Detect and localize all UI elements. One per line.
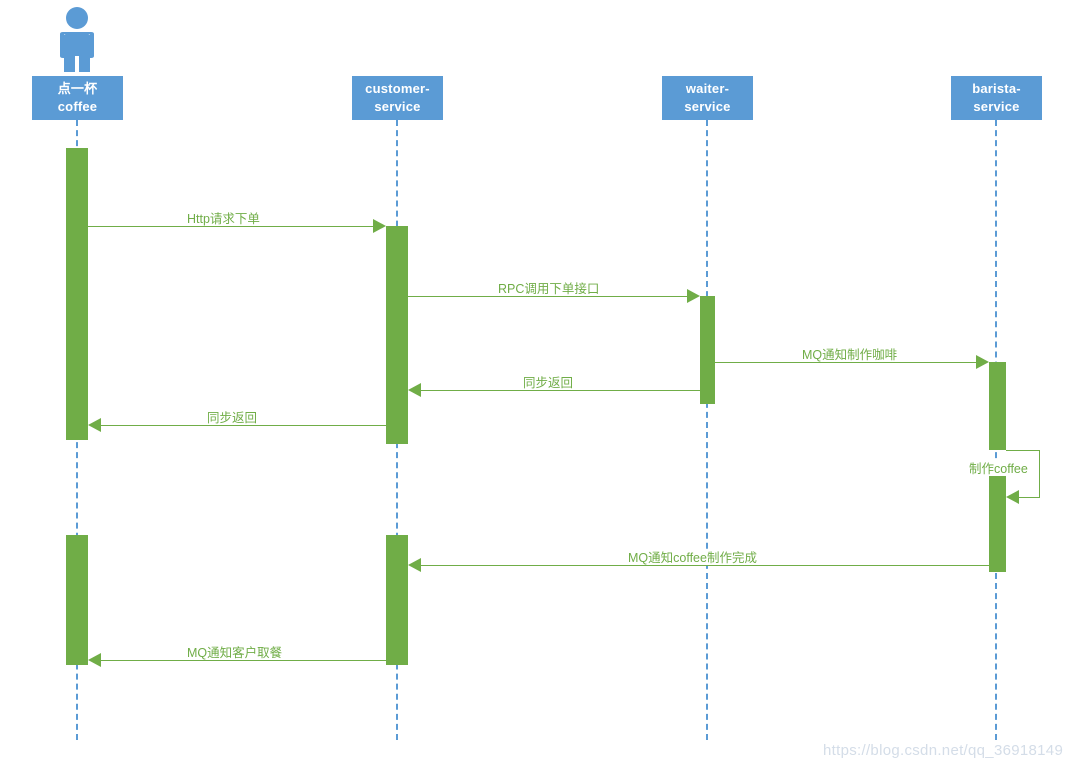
message-line-1	[88, 226, 373, 227]
message-line-2	[408, 296, 687, 297]
message-arrowhead-8	[88, 653, 101, 667]
participant-customer-service-label-line2: service	[374, 99, 421, 114]
message-label-8: MQ通知客户取餐	[184, 646, 286, 660]
message-arrowhead-2	[687, 289, 700, 303]
message-label-7: MQ通知coffee制作完成	[625, 551, 760, 565]
message-label-6: 制作coffee	[966, 462, 1031, 476]
participant-waiter-service-label-line1: waiter-	[685, 81, 730, 96]
activation-bar-barista-service-2	[989, 473, 1006, 572]
message-label-5: 同步返回	[204, 411, 261, 425]
participant-customer[interactable]: 点一杯 coffee	[32, 76, 123, 120]
activation-bar-barista-service-1	[989, 362, 1006, 450]
participant-customer-service[interactable]: customer- service	[352, 76, 443, 120]
self-message-bottom-segment-6	[1019, 497, 1040, 498]
message-label-2: RPC调用下单接口	[495, 282, 603, 296]
message-line-4	[421, 390, 700, 391]
self-message-arrowhead-6	[1006, 490, 1019, 504]
lifeline-waiter-service	[706, 120, 708, 740]
message-arrowhead-5	[88, 418, 101, 432]
message-arrowhead-4	[408, 383, 421, 397]
message-line-3	[715, 362, 976, 363]
participant-barista-service-label-line2: service	[973, 99, 1020, 114]
participant-customer-label-line2: coffee	[57, 99, 98, 114]
participant-waiter-service[interactable]: waiter- service	[662, 76, 753, 120]
participant-barista-service-label-line1: barista-	[972, 81, 1021, 96]
actor-icon	[50, 6, 104, 72]
activation-bar-customer-1	[66, 148, 88, 440]
message-label-1: Http请求下单	[184, 212, 263, 226]
activation-bar-customer-service-1	[386, 226, 408, 444]
message-label-4: 同步返回	[520, 376, 577, 390]
participant-waiter-service-label-line2: service	[684, 99, 731, 114]
activation-bar-customer-service-2	[386, 535, 408, 665]
participant-customer-label-line1: 点一杯	[57, 81, 98, 96]
message-line-5	[101, 425, 386, 426]
message-line-7	[421, 565, 989, 566]
message-arrowhead-7	[408, 558, 421, 572]
message-line-8	[101, 660, 386, 661]
participant-barista-service[interactable]: barista- service	[951, 76, 1042, 120]
activation-bar-customer-2	[66, 535, 88, 665]
watermark: https://blog.csdn.net/qq_36918149	[823, 742, 1064, 759]
self-message-top-segment-6	[1006, 450, 1040, 451]
message-arrowhead-1	[373, 219, 386, 233]
activation-bar-waiter-service-1	[700, 296, 715, 404]
participant-customer-service-label-line1: customer-	[365, 81, 430, 96]
self-message-right-segment-6	[1039, 450, 1040, 497]
message-arrowhead-3	[976, 355, 989, 369]
message-label-3: MQ通知制作咖啡	[799, 348, 901, 362]
